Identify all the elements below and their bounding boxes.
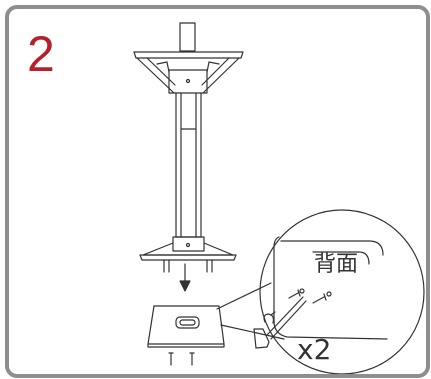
instruction-panel: 2 xyxy=(5,5,430,378)
vertical-pole xyxy=(175,92,202,238)
base-plate xyxy=(147,305,225,348)
back-side-label: 背面 xyxy=(314,252,358,277)
lower-bracket xyxy=(139,236,237,273)
screw-icon xyxy=(288,288,332,304)
zoom-circle xyxy=(259,209,425,374)
step-number: 2 xyxy=(27,26,55,82)
upper-bracket xyxy=(133,22,244,94)
screw-icon xyxy=(168,352,195,366)
stand-assembly-illustration: 背面 x2 xyxy=(133,22,425,374)
hex-key-icon xyxy=(253,296,307,349)
arrow-down-icon xyxy=(179,263,191,292)
quantity-label: x2 xyxy=(297,333,331,366)
